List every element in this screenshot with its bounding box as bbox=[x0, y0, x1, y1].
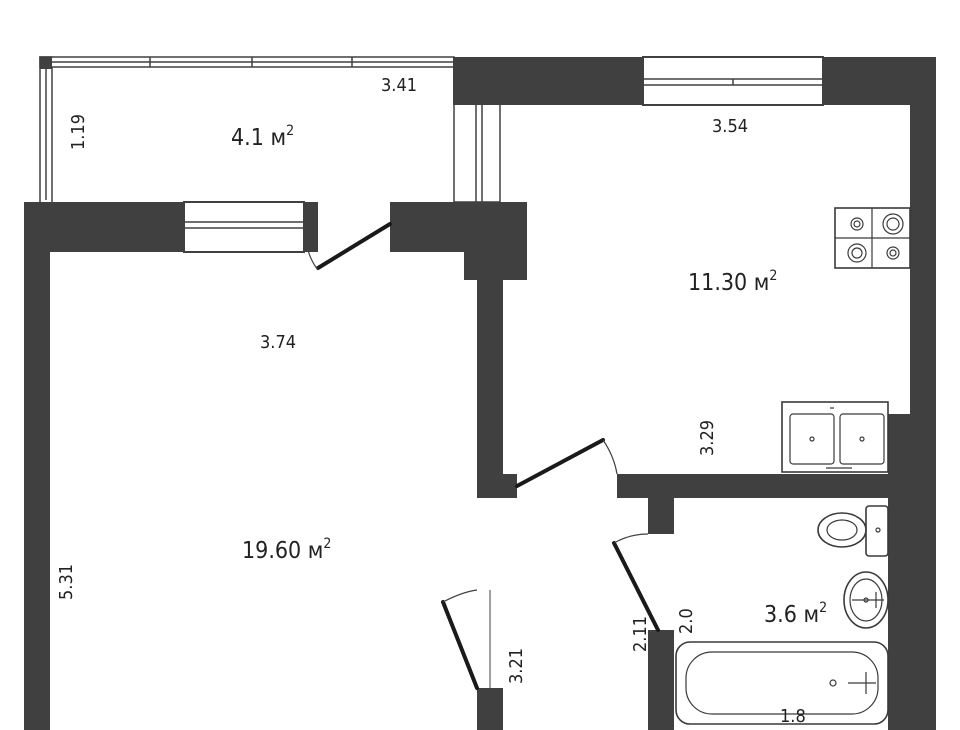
kitchen-door bbox=[515, 438, 605, 488]
living-room-door bbox=[441, 600, 479, 690]
living-labels: 19.60 м2 3.74 5.31 bbox=[56, 332, 331, 600]
kitchen-width-label: 3.54 bbox=[712, 116, 748, 137]
bathroom-area-label: 3.6 м2 bbox=[764, 600, 827, 628]
walls bbox=[24, 57, 936, 730]
doors bbox=[303, 222, 660, 690]
bathroom-width-label: 1.8 bbox=[780, 706, 806, 727]
kitchen-depth-label: 3.29 bbox=[697, 420, 718, 456]
bathtub-icon bbox=[675, 641, 889, 725]
living-depth-label: 5.31 bbox=[56, 564, 77, 600]
balcony-door bbox=[316, 222, 392, 270]
stove-icon bbox=[834, 207, 911, 269]
bathroom-depth-label: 2.0 bbox=[676, 608, 697, 634]
windows bbox=[183, 56, 824, 253]
living-area-label: 19.60 м2 bbox=[242, 536, 331, 564]
balcony-width-label: 3.41 bbox=[381, 75, 417, 96]
washbasin-icon bbox=[843, 571, 889, 629]
sink-icon bbox=[781, 401, 889, 473]
balcony-side-window bbox=[453, 103, 501, 203]
bathroom-door-side-label: 2.11 bbox=[630, 616, 651, 652]
hallway-length-label: 3.21 bbox=[506, 648, 527, 684]
bathroom-door bbox=[612, 541, 660, 632]
kitchen-labels: 11.30 м2 3.54 3.29 bbox=[688, 116, 777, 456]
balcony-depth-label: 1.19 bbox=[68, 114, 89, 150]
bathroom-labels: 3.6 м2 1.8 2.0 2.11 bbox=[630, 600, 827, 727]
balcony-area-label: 4.1 м2 bbox=[231, 123, 294, 151]
hallway-labels: 3.21 bbox=[506, 648, 527, 684]
balcony: 4.1 м2 3.41 1.19 bbox=[39, 56, 501, 204]
living-window bbox=[183, 201, 305, 253]
living-width-label: 3.74 bbox=[260, 332, 296, 353]
toilet-icon bbox=[817, 505, 889, 557]
kitchen-area-label: 11.30 м2 bbox=[688, 268, 777, 296]
